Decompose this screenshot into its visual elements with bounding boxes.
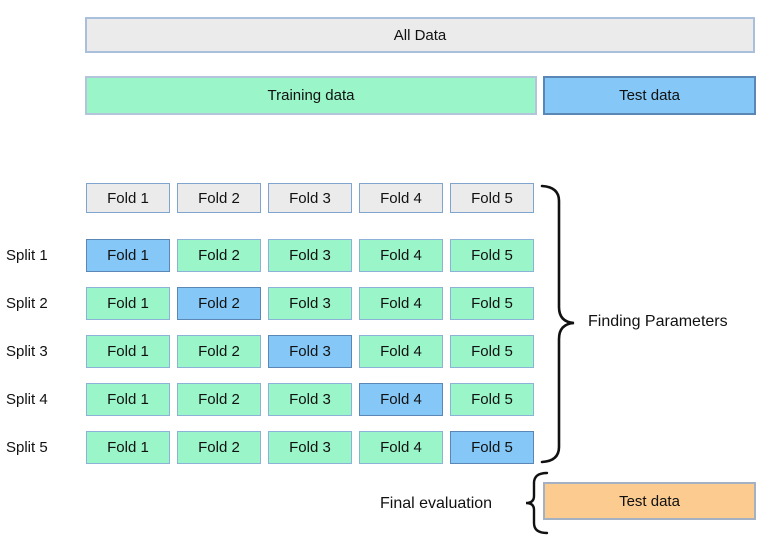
fold-cell: Fold 1	[86, 431, 170, 464]
fold-cell: Fold 5	[450, 431, 534, 464]
final-evaluation-label: Final evaluation	[380, 495, 493, 512]
fold-cell: Fold 4	[359, 383, 443, 416]
training-data-label: Training data	[267, 87, 355, 104]
fold-cell: Fold 2	[177, 431, 261, 464]
all-data-label: All Data	[393, 26, 447, 44]
fold-cell: Fold 3	[268, 335, 352, 368]
fold-cell: Fold 2	[177, 335, 261, 368]
final-evaluation-brace	[525, 471, 549, 535]
fold-cell: Fold 4	[359, 335, 443, 368]
fold-cell: Fold 3	[268, 239, 352, 272]
fold-header-1: Fold 1	[86, 183, 170, 213]
fold-cell: Fold 5	[450, 383, 534, 416]
all-data-bar: All Data	[85, 17, 755, 53]
fold-cell: Fold 5	[450, 335, 534, 368]
fold-cell: Fold 1	[86, 335, 170, 368]
split-label-2: Split 2	[6, 295, 48, 312]
fold-cell: Fold 3	[268, 287, 352, 320]
final-test-data-label: Test data	[619, 492, 680, 510]
training-data-bar: Training data	[85, 76, 537, 115]
fold-header-3: Fold 3	[268, 183, 352, 213]
split-label-1: Split 1	[6, 247, 48, 264]
finding-parameters-label: Finding Parameters	[588, 313, 728, 330]
fold-header-2: Fold 2	[177, 183, 261, 213]
fold-cell: Fold 4	[359, 239, 443, 272]
fold-cell: Fold 2	[177, 239, 261, 272]
fold-cell: Fold 3	[268, 431, 352, 464]
fold-cell: Fold 5	[450, 287, 534, 320]
finding-parameters-brace	[540, 184, 575, 464]
final-test-data-box: Test data	[543, 482, 756, 520]
fold-header-5: Fold 5	[450, 183, 534, 213]
fold-cell: Fold 1	[86, 383, 170, 416]
fold-cell: Fold 3	[268, 383, 352, 416]
split-label-3: Split 3	[6, 343, 48, 360]
fold-cell: Fold 2	[177, 287, 261, 320]
test-data-label: Test data	[619, 87, 680, 104]
split-label-4: Split 4	[6, 391, 48, 408]
split-label-5: Split 5	[6, 439, 48, 456]
fold-header-4: Fold 4	[359, 183, 443, 213]
fold-cell: Fold 1	[86, 239, 170, 272]
test-data-bar: Test data	[543, 76, 756, 115]
fold-cell: Fold 2	[177, 383, 261, 416]
fold-cell: Fold 4	[359, 431, 443, 464]
fold-cell: Fold 5	[450, 239, 534, 272]
fold-cell: Fold 1	[86, 287, 170, 320]
fold-cell: Fold 4	[359, 287, 443, 320]
